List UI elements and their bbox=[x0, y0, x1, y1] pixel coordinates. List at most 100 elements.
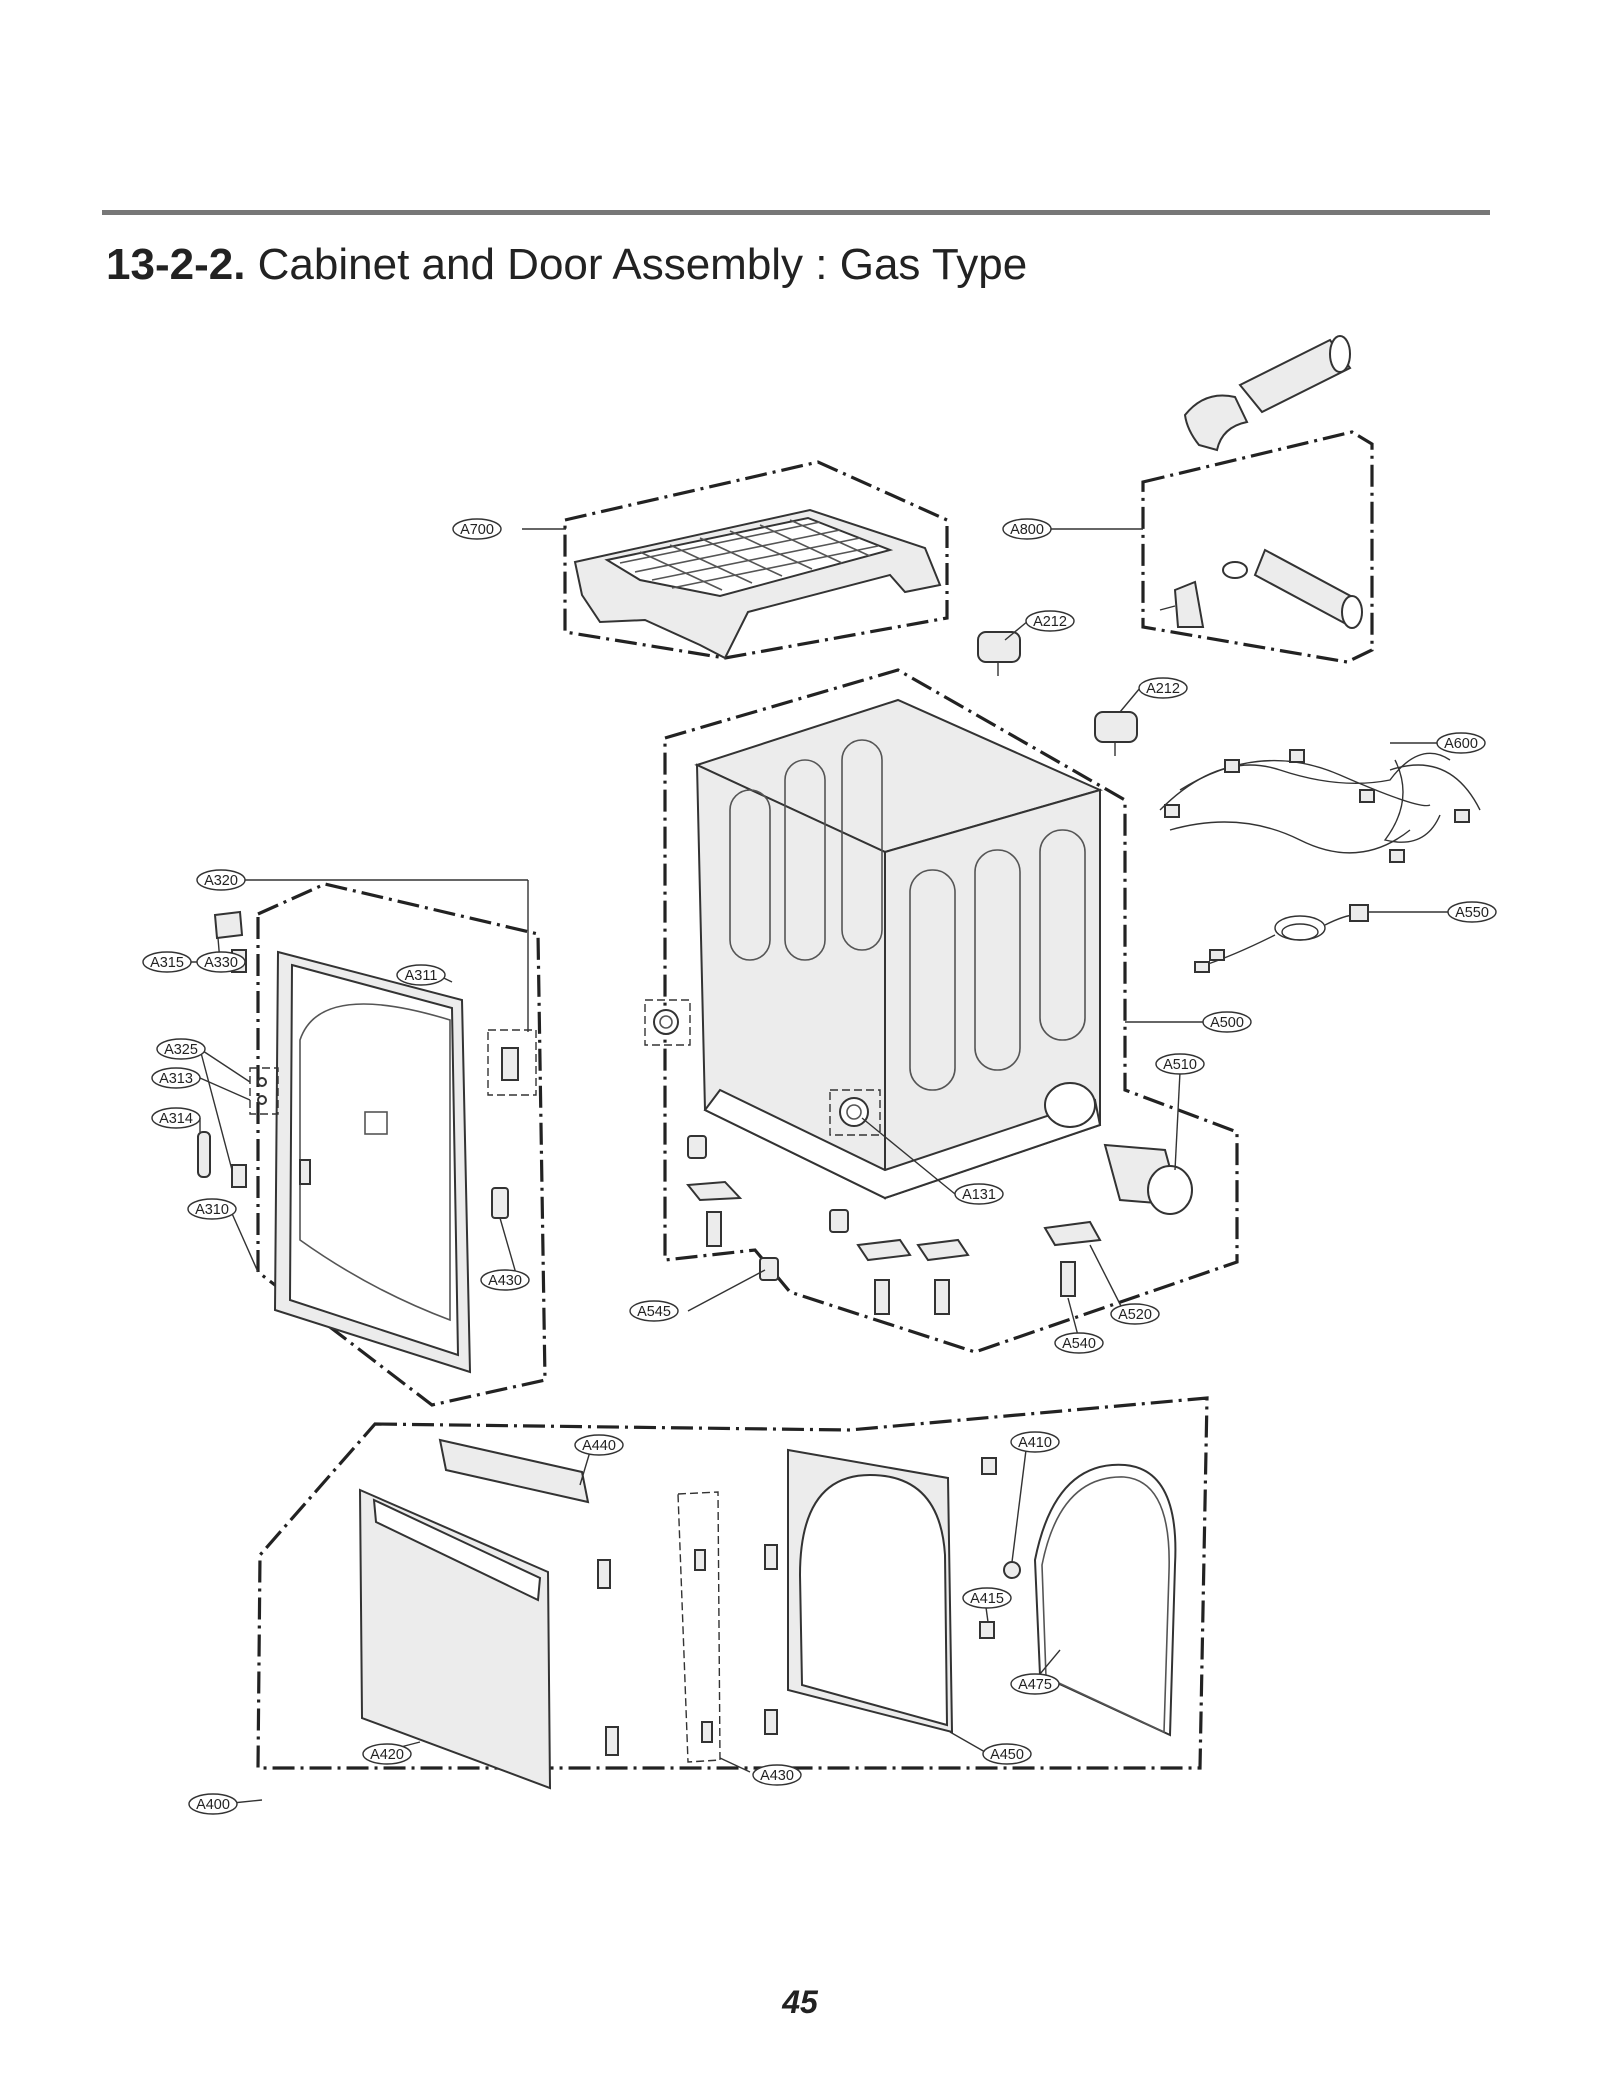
callout-a510: A510 bbox=[1155, 1053, 1205, 1075]
svg-text:A212: A212 bbox=[1146, 681, 1180, 697]
svg-text:A520: A520 bbox=[1118, 1307, 1152, 1323]
group-outline-top-plate bbox=[563, 460, 949, 660]
callout-a415: A415 bbox=[962, 1587, 1012, 1609]
leg-bracket-4 bbox=[1043, 1220, 1102, 1247]
thermostat-lower bbox=[1094, 711, 1138, 756]
page-title: 13-2-2. Cabinet and Door Assembly : Gas … bbox=[106, 240, 1027, 290]
door-hinge-left-upper bbox=[597, 1559, 611, 1589]
hinge-plate-lower bbox=[231, 1164, 247, 1188]
callout-a311: A311 bbox=[396, 964, 446, 986]
callout-a320: A320 bbox=[196, 869, 246, 891]
exhaust-duct bbox=[1159, 335, 1363, 629]
callout-a315: A315 bbox=[142, 951, 192, 973]
power-cord bbox=[1194, 904, 1369, 973]
callout-a310: A310 bbox=[187, 1198, 237, 1220]
group-outline-exhaust-duct bbox=[1141, 430, 1374, 664]
callout-a400: A400 bbox=[188, 1793, 238, 1815]
leveling-leg-3 bbox=[934, 1279, 950, 1315]
top-rule bbox=[102, 210, 1490, 215]
top-plate-grille bbox=[573, 508, 942, 660]
door-handle-314 bbox=[197, 1131, 211, 1178]
hinge-strip-430-lower bbox=[677, 1491, 721, 1763]
callout-a430-upper: A430 bbox=[480, 1269, 530, 1291]
svg-text:A131: A131 bbox=[962, 1187, 996, 1203]
svg-text:A310: A310 bbox=[195, 1202, 229, 1218]
svg-text:A475: A475 bbox=[1018, 1677, 1052, 1693]
leg-bracket-1 bbox=[686, 1180, 743, 1202]
callout-a545: A545 bbox=[629, 1300, 679, 1322]
leg-bracket-2 bbox=[856, 1238, 912, 1262]
leveling-leg-2 bbox=[874, 1279, 890, 1315]
callout-a500: A500 bbox=[1202, 1011, 1252, 1033]
svg-text:A420: A420 bbox=[370, 1747, 404, 1763]
svg-text:A410: A410 bbox=[1018, 1435, 1052, 1451]
callout-a325: A325 bbox=[156, 1038, 206, 1060]
door-latch-430-upper bbox=[491, 1187, 509, 1219]
callout-a314: A314 bbox=[151, 1107, 201, 1129]
callout-a540: A540 bbox=[1054, 1332, 1104, 1354]
door-trim-440 bbox=[438, 1438, 590, 1504]
exhaust-outlet bbox=[1103, 1143, 1193, 1215]
callout-a520: A520 bbox=[1110, 1303, 1160, 1325]
group-outline-cabinet bbox=[663, 668, 1239, 1354]
group-outline-front-door bbox=[256, 1396, 1209, 1770]
svg-text:A314: A314 bbox=[159, 1111, 193, 1127]
callout-a131: A131 bbox=[954, 1183, 1004, 1205]
svg-text:A510: A510 bbox=[1163, 1057, 1197, 1073]
svg-text:A415: A415 bbox=[970, 1591, 1004, 1607]
page-number: 45 bbox=[782, 1984, 818, 2020]
svg-text:A550: A550 bbox=[1455, 905, 1489, 921]
door-pivot-410 bbox=[1003, 1561, 1021, 1579]
svg-text:A212: A212 bbox=[1033, 614, 1067, 630]
leveling-leg-4 bbox=[1060, 1261, 1076, 1297]
callout-a313: A313 bbox=[151, 1067, 201, 1089]
callout-a550: A550 bbox=[1447, 901, 1497, 923]
svg-text:A430: A430 bbox=[488, 1273, 522, 1289]
door-frame-450 bbox=[764, 1448, 954, 1735]
callout-a212-lower: A212 bbox=[1138, 677, 1188, 699]
leg-bracket-3 bbox=[916, 1238, 970, 1262]
leveling-leg-1 bbox=[706, 1211, 722, 1247]
callout-a330: A330 bbox=[196, 951, 246, 973]
svg-text:A430: A430 bbox=[760, 1768, 794, 1784]
callout-a475: A475 bbox=[1010, 1673, 1060, 1695]
bearing-left bbox=[644, 999, 691, 1046]
svg-text:A325: A325 bbox=[164, 1042, 198, 1058]
svg-text:A440: A440 bbox=[582, 1438, 616, 1454]
wire-harness bbox=[1159, 749, 1481, 863]
door-hinge-bracket bbox=[487, 1029, 537, 1096]
callout-a440: A440 bbox=[574, 1434, 624, 1456]
callout-a420: A420 bbox=[362, 1743, 412, 1765]
cabinet bbox=[694, 698, 1103, 1200]
hinge-group-left bbox=[249, 1067, 279, 1115]
callout-a800: A800 bbox=[1002, 518, 1052, 540]
section-title: Cabinet and Door Assembly : Gas Type bbox=[257, 240, 1028, 289]
svg-text:A313: A313 bbox=[159, 1071, 193, 1087]
callout-a212-upper: A212 bbox=[1025, 610, 1075, 632]
callout-a450: A450 bbox=[982, 1743, 1032, 1765]
clip-410 bbox=[981, 1457, 997, 1475]
svg-text:A800: A800 bbox=[1010, 522, 1044, 538]
callout-labels: A700 A800 A212 A212 A600 A550 A500 A510 … bbox=[142, 518, 1497, 1815]
door-seal-475 bbox=[1033, 1463, 1177, 1737]
clip-415 bbox=[979, 1621, 995, 1639]
svg-text:A545: A545 bbox=[637, 1304, 671, 1320]
section-number: 13-2-2. bbox=[106, 240, 246, 289]
svg-text:A330: A330 bbox=[204, 955, 238, 971]
front-door-panel-420 bbox=[358, 1488, 552, 1790]
thermostat-upper bbox=[977, 631, 1021, 676]
svg-text:A540: A540 bbox=[1062, 1336, 1096, 1352]
svg-text:A600: A600 bbox=[1444, 736, 1478, 752]
svg-text:A311: A311 bbox=[405, 968, 438, 984]
hinge-330 bbox=[213, 910, 244, 940]
svg-text:A450: A450 bbox=[990, 1747, 1024, 1763]
callout-a700: A700 bbox=[452, 518, 502, 540]
svg-text:A400: A400 bbox=[196, 1797, 230, 1813]
callout-a430-lower: A430 bbox=[752, 1764, 802, 1786]
callout-a600: A600 bbox=[1436, 732, 1486, 754]
svg-text:A315: A315 bbox=[150, 955, 184, 971]
bearing-center bbox=[829, 1089, 881, 1136]
front-foot-545 bbox=[759, 1257, 779, 1281]
svg-text:A500: A500 bbox=[1210, 1015, 1244, 1031]
door-hinge-left-lower bbox=[605, 1726, 619, 1756]
